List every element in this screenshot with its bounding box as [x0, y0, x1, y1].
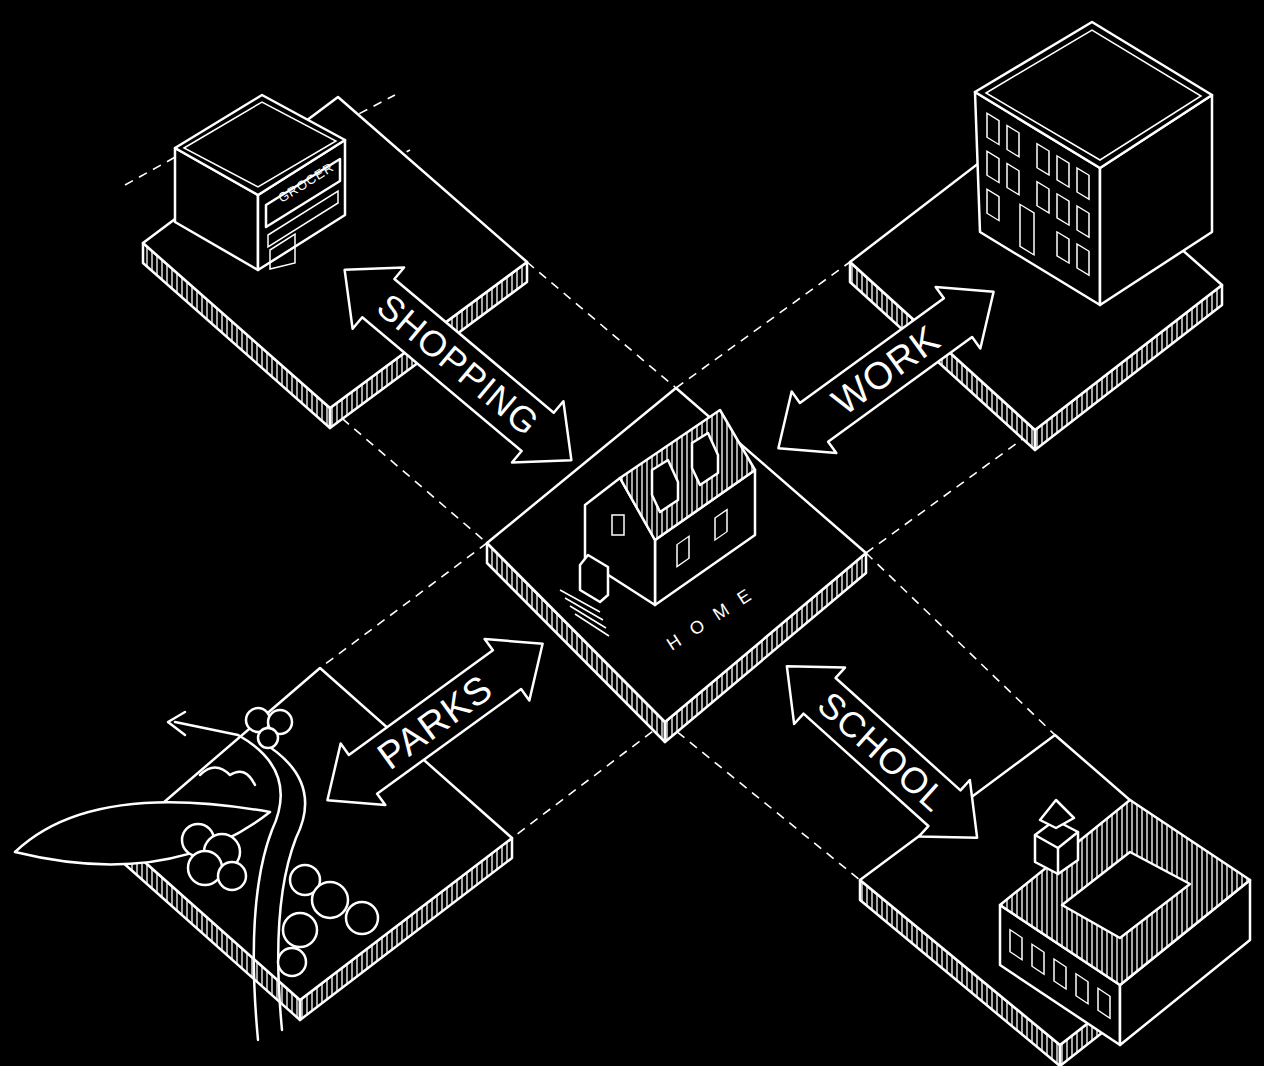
arrow-label-shape: SCHOOL: [759, 635, 1006, 868]
window: [612, 515, 624, 535]
window: [987, 151, 999, 182]
tree-crown: [283, 913, 317, 947]
shrub: [200, 768, 255, 786]
arrow-label-shape: SHOPPING: [316, 236, 600, 493]
window: [1098, 988, 1110, 1018]
door: [1020, 204, 1034, 255]
arrow-label: WORK: [753, 258, 1018, 481]
tree-crown: [278, 948, 306, 976]
cupola-roof: [1040, 800, 1074, 828]
steps: [560, 590, 609, 636]
window: [1007, 125, 1019, 156]
cupola: [1057, 848, 1060, 874]
window: [1057, 156, 1069, 187]
street-line: [330, 408, 487, 543]
tree-crown: [346, 902, 378, 934]
tree-crown: [188, 851, 222, 885]
window: [987, 189, 999, 220]
window: [1032, 944, 1044, 974]
window: [1007, 163, 1019, 194]
tree-crown: [312, 882, 348, 918]
window: [1077, 168, 1089, 199]
house-gable: [585, 478, 655, 605]
house: [560, 410, 755, 636]
street-line: [676, 262, 850, 388]
house-wall: [655, 470, 755, 605]
house-windows: [677, 510, 727, 567]
building-roof: [975, 22, 1212, 168]
roof-parapet: [986, 30, 1201, 160]
window: [1057, 194, 1069, 225]
window: [1037, 144, 1049, 175]
window: [987, 113, 999, 144]
tree: [278, 865, 378, 976]
window: [1077, 244, 1089, 275]
tree-crown: [258, 728, 278, 748]
arrow-label: SCHOOL: [759, 635, 1006, 868]
arrow-label: PARKS: [302, 610, 567, 833]
window: [1077, 206, 1089, 237]
park-path: [238, 735, 281, 1040]
tree: [246, 708, 292, 748]
office-windows: [987, 113, 1089, 288]
arrow-label: SHOPPING: [316, 236, 600, 493]
tree: [182, 824, 246, 890]
street-line: [512, 722, 665, 838]
window: [1010, 930, 1022, 960]
window: [1057, 232, 1069, 263]
school-windows: [1010, 930, 1110, 1019]
arrow-label-shape: PARKS: [302, 610, 567, 833]
window: [1037, 182, 1049, 213]
building-roof: [1000, 800, 1250, 985]
street-line: [527, 262, 676, 388]
grocery-store: GROCER: [170, 85, 355, 280]
house-roof: [620, 410, 755, 540]
window: [1054, 959, 1066, 989]
path-arrow: [168, 712, 185, 735]
porch: [580, 555, 608, 602]
store-outline: [170, 85, 355, 280]
street-line: [320, 543, 487, 668]
dormer: [692, 433, 718, 485]
dormer: [652, 460, 678, 512]
window: [1076, 974, 1088, 1004]
window: [715, 510, 727, 540]
street-line: [866, 553, 1055, 735]
courtyard: [1062, 852, 1190, 938]
tree-crown: [218, 862, 246, 890]
arrow-label-shape: WORK: [753, 258, 1018, 481]
window: [677, 536, 689, 566]
store-door: [270, 234, 295, 269]
cupola: [1035, 832, 1078, 848]
street-line: [866, 430, 1035, 553]
